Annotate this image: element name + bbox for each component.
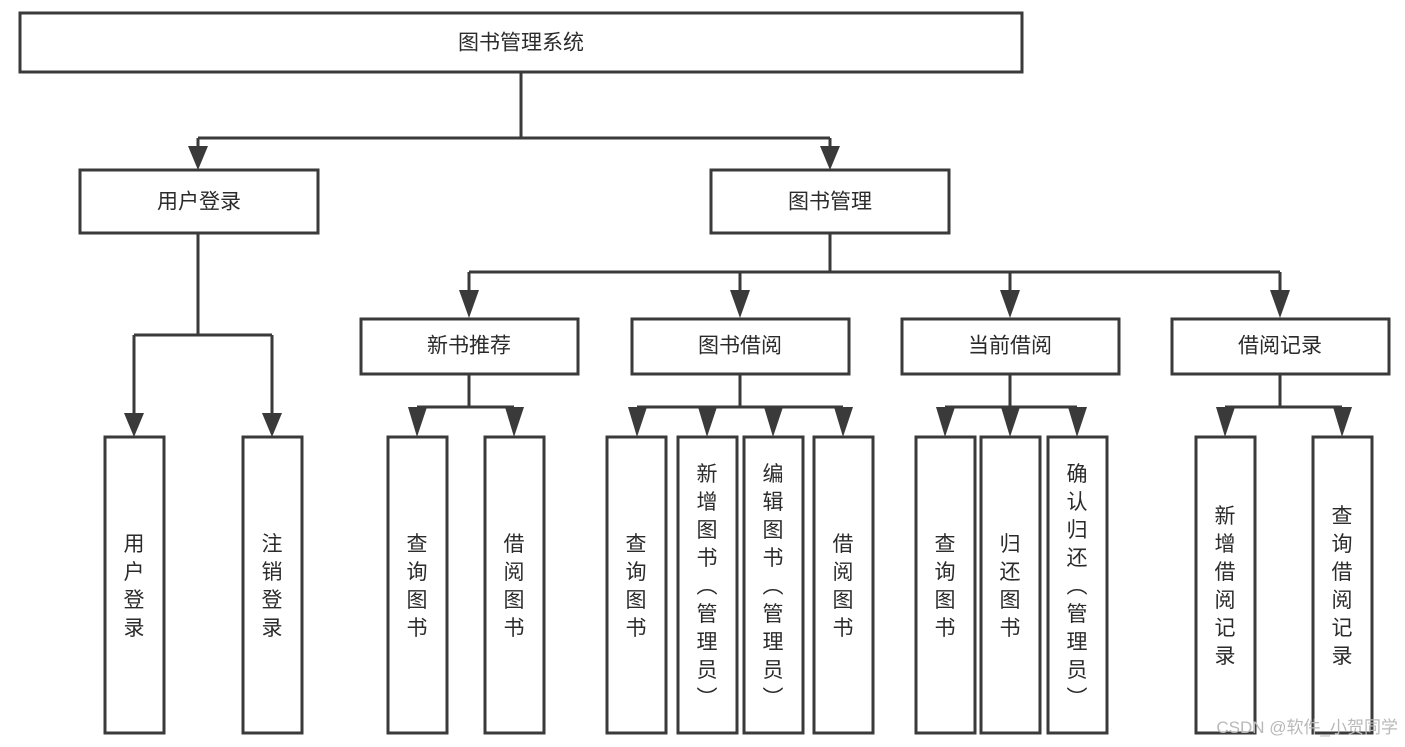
leaf-query-record[interactable]: 查询借阅记录 [1311,435,1374,735]
leaf-confirm-return[interactable]: 确认归还︵管理员︶ [1046,435,1109,735]
node-root-box[interactable] [18,11,1024,74]
arrow-head-leaf-query-book-3 [936,407,955,437]
leaf-edit-book-label: 编辑图书︵管理员︶ [763,463,784,710]
node-borrow-record[interactable]: 借阅记录 [1170,317,1391,376]
arrow-head-leaf-query-book-1 [408,407,427,437]
leaf-edit-book-box[interactable] [742,435,805,735]
leaf-return-book-box[interactable] [979,435,1042,735]
node-new-book-recommend-label: 新书推荐 [427,335,511,358]
node-new-book-recommend-box[interactable] [359,317,580,376]
arrow-head-book-borrow [730,290,750,318]
leaf-borrow-book-1-label: 借阅图书 [504,533,525,640]
node-book-borrow[interactable]: 图书借阅 [630,317,851,376]
arrow-head-leaf-return-book [1001,407,1020,437]
leaf-add-book[interactable]: 新增图书︵管理员︶ [676,435,739,735]
leaf-query-book-1-box[interactable] [386,435,449,735]
leaf-query-book-2-box[interactable] [605,435,668,735]
leaf-user-login-label: 用户登录 [124,533,145,640]
node-root[interactable]: 图书管理系统 [18,11,1024,74]
leaf-borrow-book-2-box[interactable] [812,435,875,735]
leaf-query-book-3[interactable]: 查询图书 [914,435,977,735]
leaf-add-record-box[interactable] [1194,435,1257,735]
leaf-query-book-3-box[interactable] [914,435,977,735]
arrow-head-current-borrow [1000,290,1020,318]
node-borrow-record-box[interactable] [1170,317,1391,376]
arrow-head-leaf-logout-login [262,413,282,437]
node-root-label: 图书管理系统 [458,32,584,55]
leaf-user-login-box[interactable] [103,435,166,735]
arrow-head-leaf-query-book-2 [628,407,647,437]
node-book-management-label: 图书管理 [788,191,872,214]
leaf-add-book-label: 新增图书︵管理员︶ [697,463,718,710]
arrow-head-book-management [820,146,840,170]
leaf-add-record-label: 新增借阅记录 [1215,505,1236,668]
arrow-head-leaf-query-record [1333,407,1352,437]
node-current-borrow[interactable]: 当前借阅 [900,317,1121,376]
node-user-login-label: 用户登录 [157,191,241,214]
leaf-query-book-3-label: 查询图书 [935,533,956,640]
arrow-head-leaf-confirm-return [1068,407,1087,437]
leaf-query-book-1[interactable]: 查询图书 [386,435,449,735]
leaf-query-record-label: 查询借阅记录 [1332,505,1353,668]
leaf-borrow-book-1[interactable]: 借阅图书 [483,435,546,735]
arrow-head-new-book-recommend [459,290,479,318]
node-borrow-record-label: 借阅记录 [1238,335,1322,358]
node-book-borrow-box[interactable] [630,317,851,376]
arrow-head-leaf-user-login [124,413,144,437]
arrow-head-leaf-add-book [698,407,717,437]
leaf-add-book-box[interactable] [676,435,739,735]
node-book-management-box[interactable] [709,168,951,235]
leaf-return-book-label: 归还图书 [1000,533,1021,640]
leaf-return-book[interactable]: 归还图书 [979,435,1042,735]
node-new-book-recommend[interactable]: 新书推荐 [359,317,580,376]
leaf-logout-login[interactable]: 注销登录 [241,435,304,735]
connector-layer [124,72,1352,437]
node-current-borrow-box[interactable] [900,317,1121,376]
node-current-borrow-label: 当前借阅 [968,335,1052,358]
leaf-query-record-box[interactable] [1311,435,1374,735]
leaf-borrow-book-1-box[interactable] [483,435,546,735]
leaf-query-book-2-label: 查询图书 [626,533,647,640]
leaf-logout-login-box[interactable] [241,435,304,735]
leaf-confirm-return-box[interactable] [1046,435,1109,735]
leaf-query-book-1-label: 查询图书 [407,533,428,640]
leaf-borrow-book-2[interactable]: 借阅图书 [812,435,875,735]
arrow-head-leaf-borrow-book-1 [505,407,524,437]
leaf-add-record[interactable]: 新增借阅记录 [1194,435,1257,735]
arrow-head-leaf-add-record [1216,407,1235,437]
leaf-borrow-book-2-label: 借阅图书 [833,533,854,640]
leaf-user-login[interactable]: 用户登录 [103,435,166,735]
leaf-confirm-return-label: 确认归还︵管理员︶ [1067,463,1088,710]
arrow-head-user-login [188,146,208,170]
node-user-login-box[interactable] [78,168,320,235]
node-book-borrow-label: 图书借阅 [698,335,782,358]
csdn-watermark: CSDN @软件_小贺同学 [1216,718,1398,737]
node-book-management[interactable]: 图书管理 [709,168,951,235]
arrow-head-leaf-borrow-book-2 [834,407,853,437]
arrow-head-leaf-edit-book [764,407,783,437]
leaf-logout-login-label: 注销登录 [262,533,283,640]
arrow-head-borrow-record [1270,290,1290,318]
node-user-login[interactable]: 用户登录 [78,168,320,235]
leaf-edit-book[interactable]: 编辑图书︵管理员︶ [742,435,805,735]
leaf-query-book-2[interactable]: 查询图书 [605,435,668,735]
